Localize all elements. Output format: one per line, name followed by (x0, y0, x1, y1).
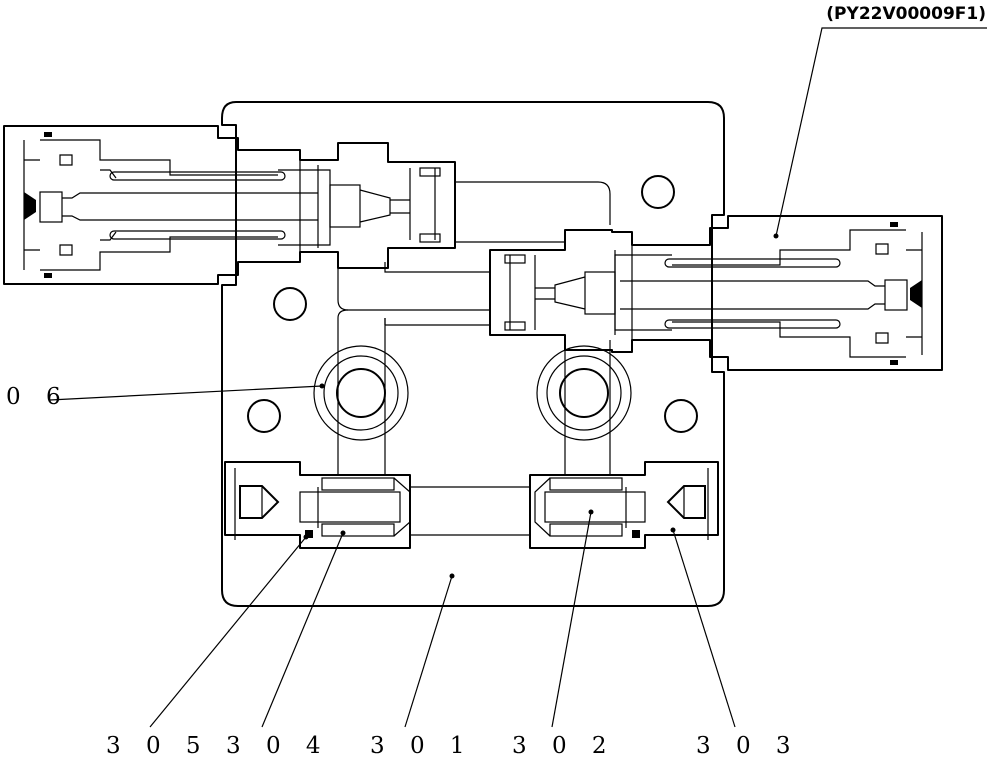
cartridge-valve-upper-left (3, 125, 456, 285)
label-303: 3 0 3 (696, 733, 800, 759)
label-304: 3 0 4 (226, 733, 330, 759)
port-right (536, 345, 632, 441)
check-valve-right (529, 461, 719, 549)
label-302: 3 0 2 (512, 733, 616, 759)
label-301: 3 0 1 (370, 733, 474, 759)
port-left (313, 345, 409, 441)
label-305: 3 0 5 (106, 733, 210, 759)
valve-body (221, 101, 725, 607)
label-06: 0 6 (6, 384, 70, 410)
reference-code: (PY22V00009F1) (826, 4, 986, 24)
check-valve-left (224, 461, 411, 549)
leader-lines (49, 27, 987, 728)
cartridge-valve-right (489, 215, 943, 371)
